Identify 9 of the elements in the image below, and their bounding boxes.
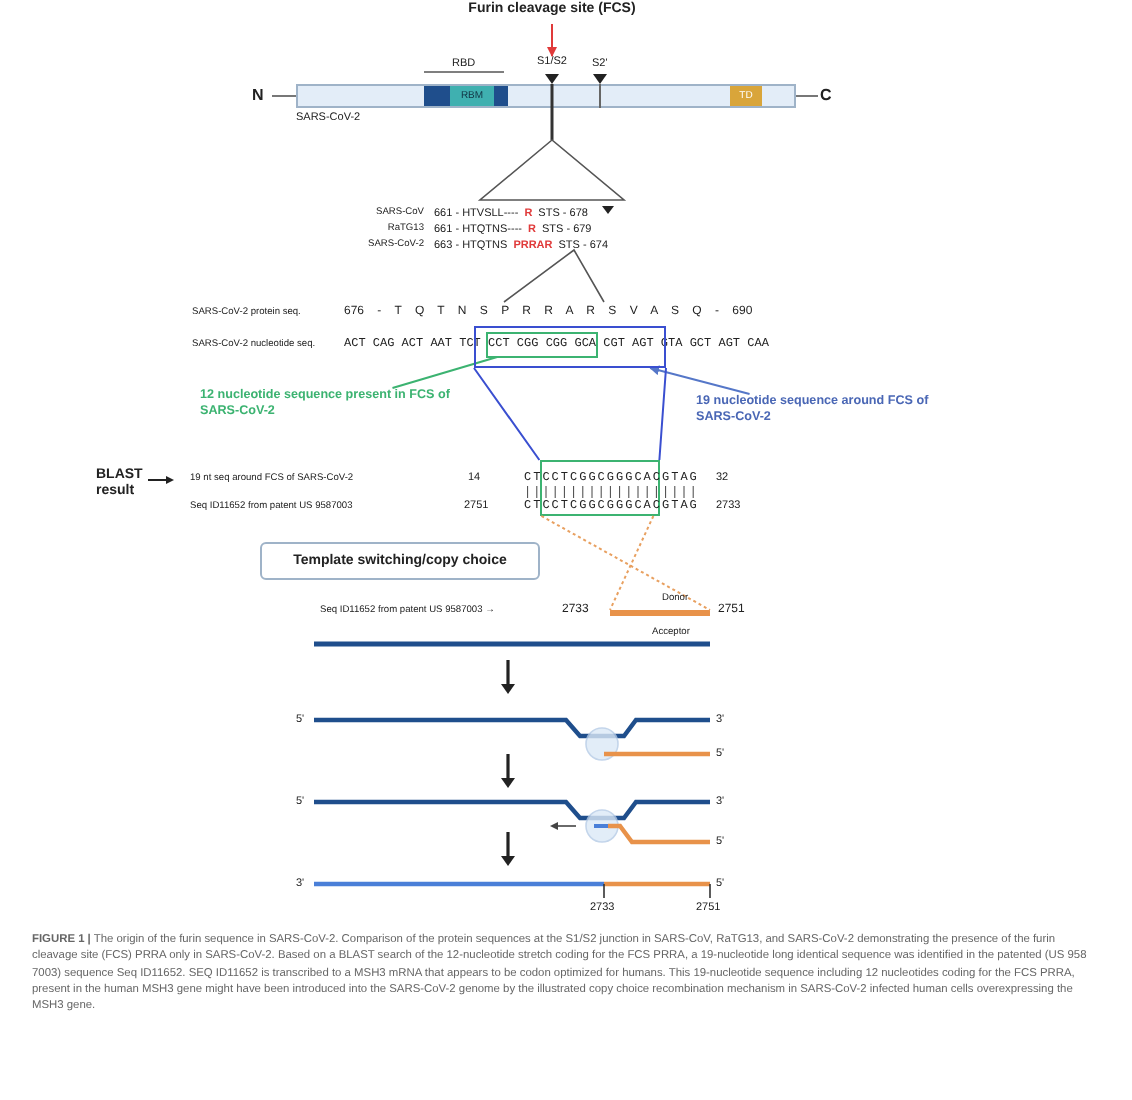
arrow — [547, 23, 557, 57]
leader-line — [391, 356, 499, 389]
terminus-label: N — [252, 88, 264, 106]
projection-lines — [473, 367, 667, 461]
guide-lines — [540, 515, 711, 611]
arrow — [649, 365, 751, 395]
protein-bar — [296, 84, 796, 108]
terminus-label: C — [820, 88, 832, 106]
donor-strand — [610, 610, 710, 616]
